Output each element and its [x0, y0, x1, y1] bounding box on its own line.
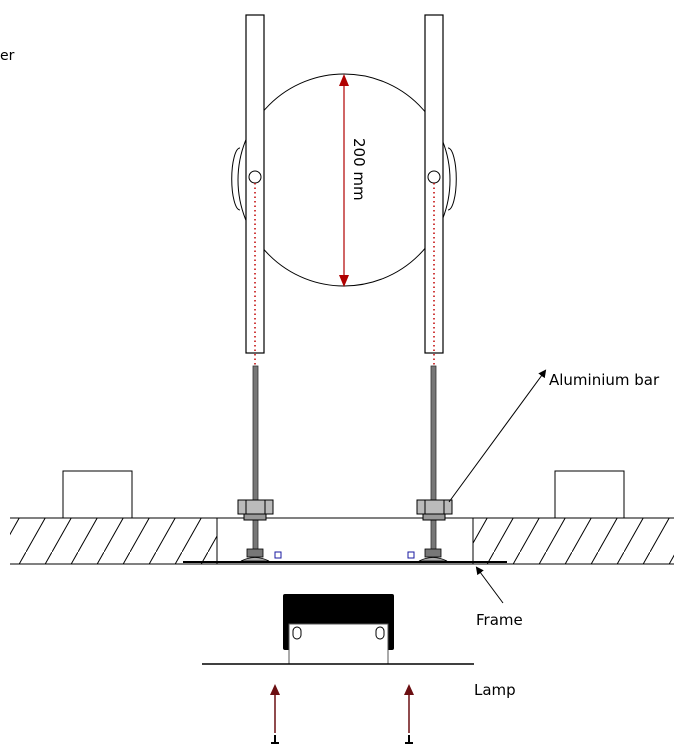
left-ceiling-box: [62, 470, 133, 519]
threaded-rods: [252, 365, 437, 553]
left-pivot-hole: [248, 170, 262, 184]
top-left-text-fragment: er: [0, 48, 15, 64]
aluminium-bar-label: Aluminium bar: [549, 371, 660, 389]
left-clamp: [237, 499, 274, 521]
left-threaded-rod: [252, 365, 259, 553]
lamp-right-slot: [375, 626, 385, 640]
right-ceiling-box: [554, 470, 625, 519]
circle-assembly: 200 mm: [231, 14, 457, 384]
ceiling-section: [10, 470, 674, 565]
right-lamp-arrow: [404, 684, 414, 744]
lamp-label: Lamp: [474, 681, 516, 699]
left-lamp-arrow: [270, 684, 280, 744]
right-small-square: [407, 551, 415, 559]
dimension-arrow: [339, 74, 349, 287]
right-clamp: [416, 499, 453, 521]
lamp-assembly: [202, 594, 474, 665]
frame-label: Frame: [476, 611, 523, 629]
right-lower-nut: [418, 548, 448, 562]
lamp-lower-plate: [288, 623, 389, 665]
right-hatched-ceiling: [473, 518, 674, 564]
left-hatched-ceiling: [10, 518, 217, 564]
lamp-left-slot: [292, 626, 302, 640]
right-threaded-rod: [430, 365, 437, 553]
circle-left-bulge: [231, 147, 241, 211]
left-lower-nut: [240, 548, 270, 562]
left-small-square: [274, 551, 282, 559]
frame-leader: [475, 566, 504, 604]
dimension-label: 200 mm: [350, 138, 368, 201]
circle-right-bulge: [447, 147, 457, 211]
aluminium-bar-leader: [448, 369, 547, 503]
right-pivot-hole: [427, 170, 441, 184]
